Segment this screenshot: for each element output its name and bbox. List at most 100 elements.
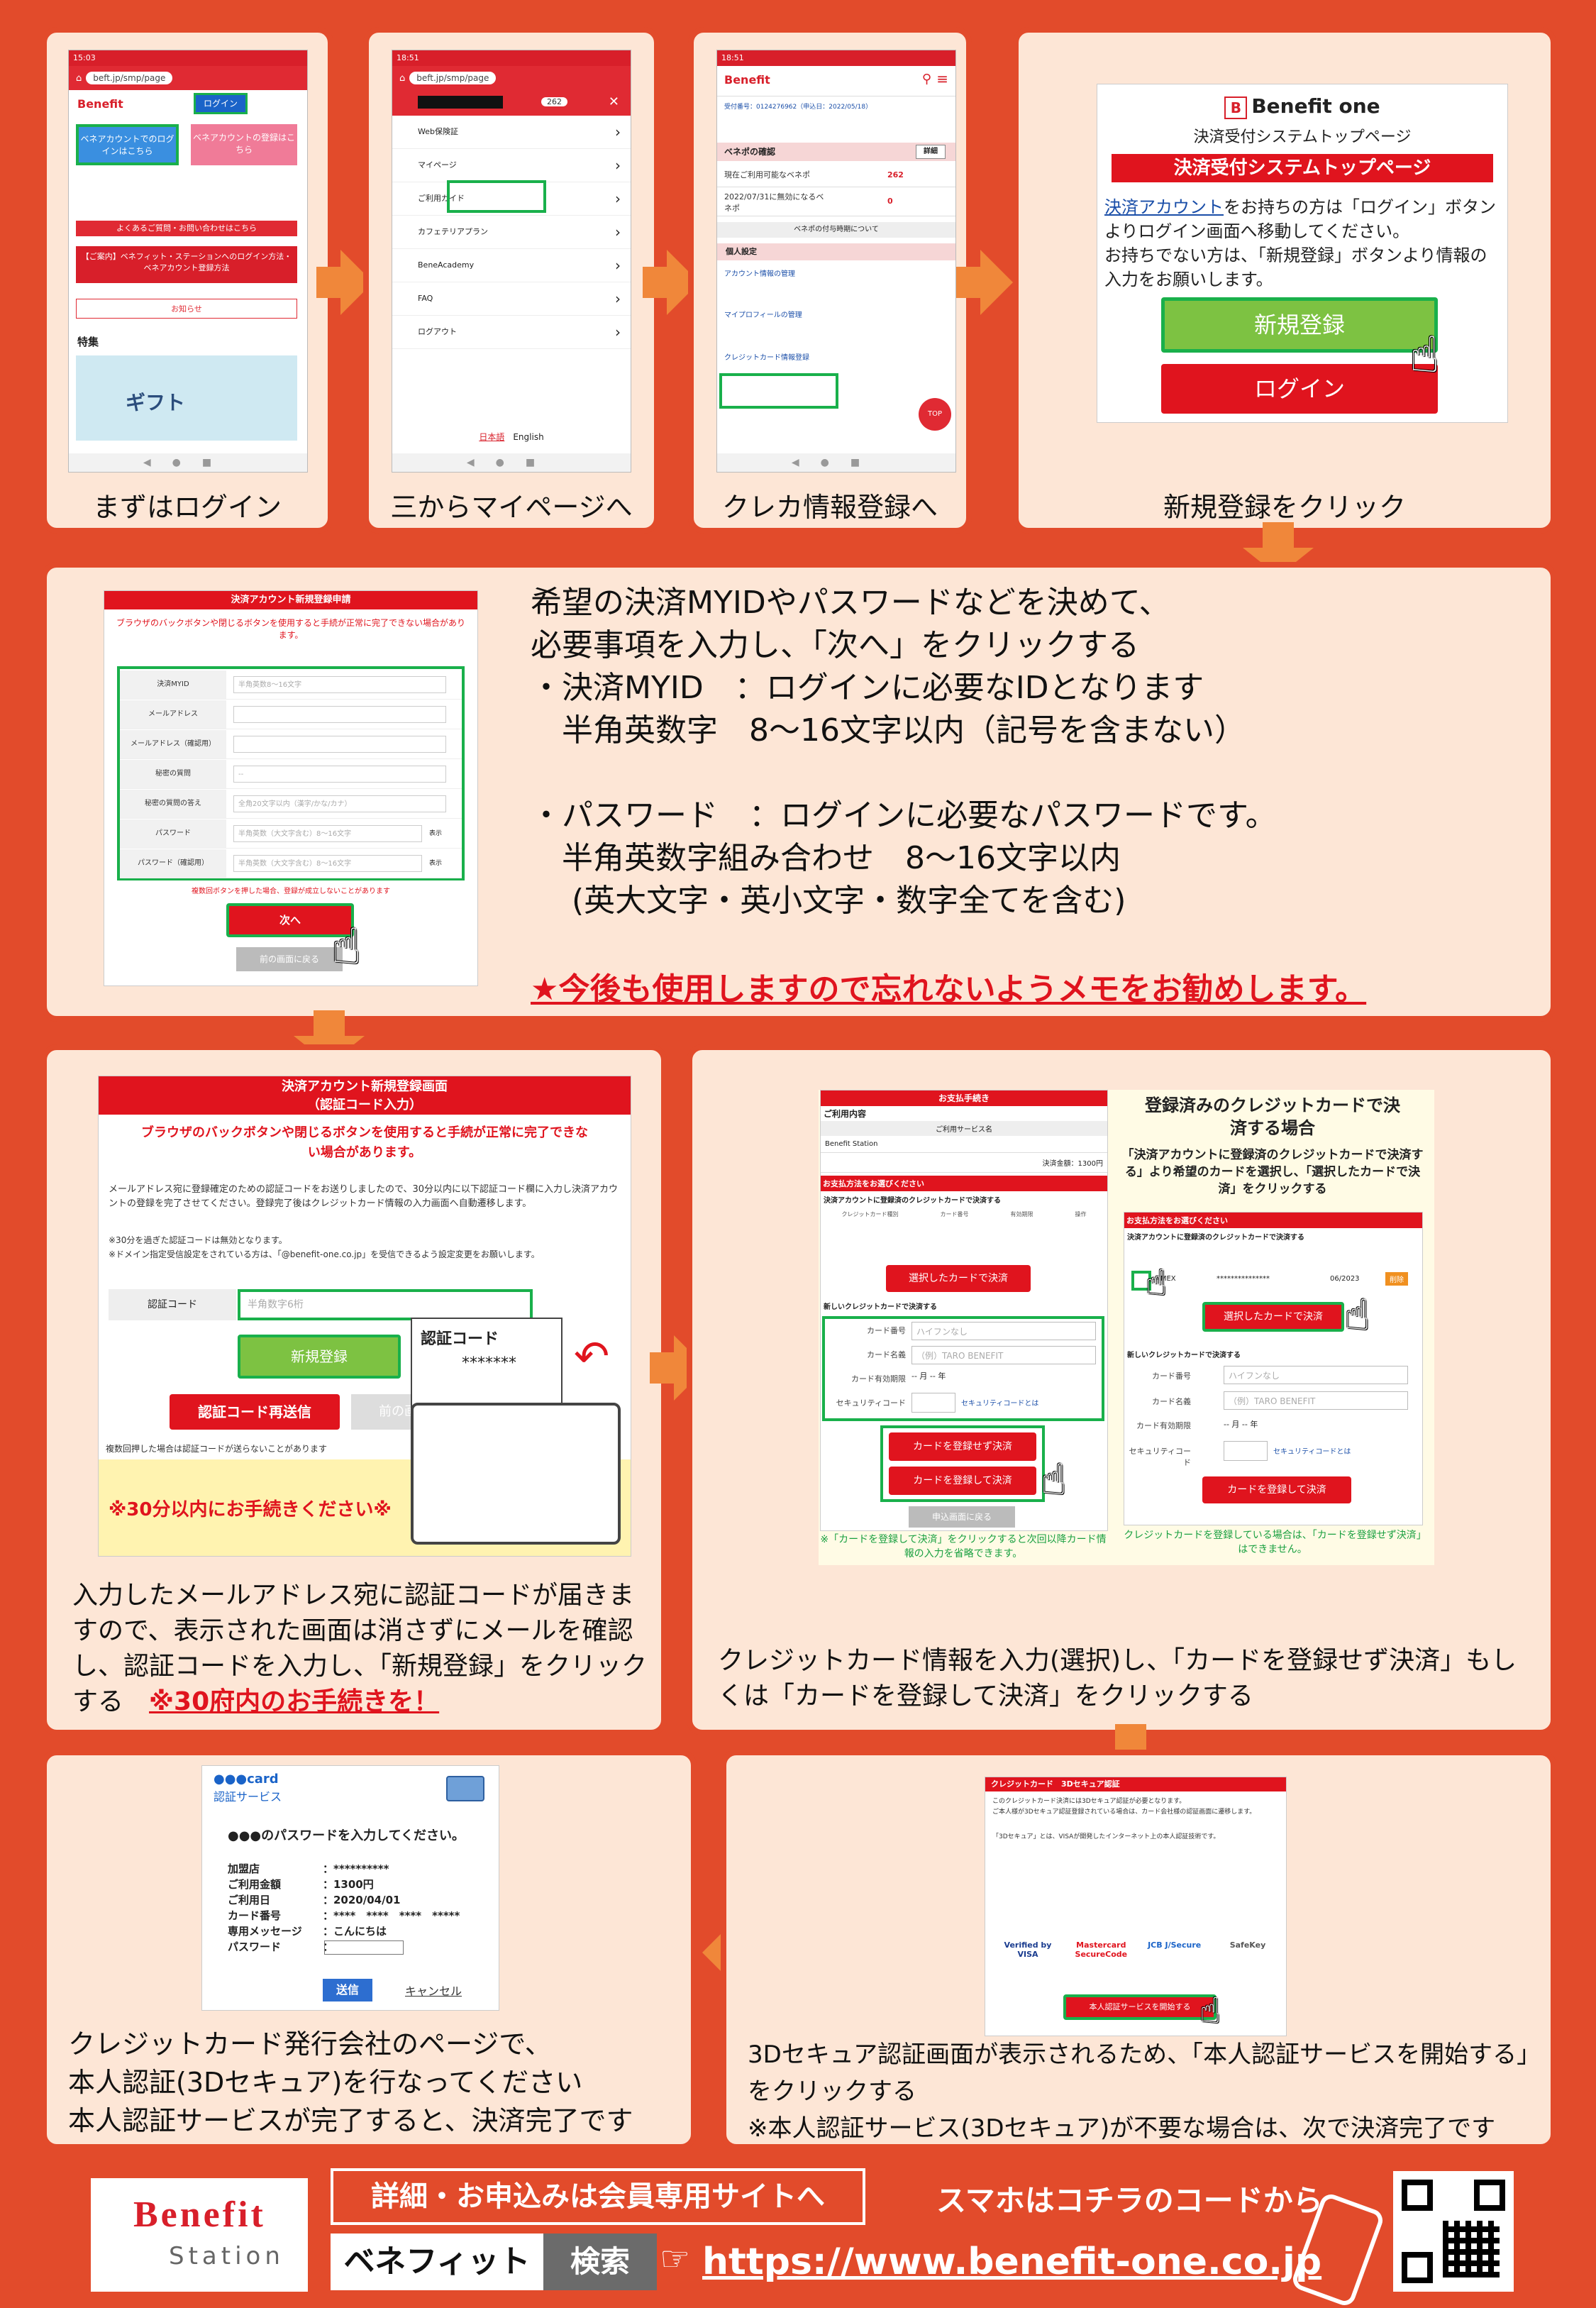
qr-code[interactable] [1393,2171,1514,2292]
delete-card-button[interactable]: 削除 [1385,1272,1408,1286]
password-input[interactable] [324,1940,404,1955]
home-icon[interactable]: ⌂ [399,72,406,84]
new-card-heading: 新しいクレジットカードで決済する [824,1303,937,1311]
show-password-toggle[interactable]: 表示 [429,860,443,867]
submit-button[interactable]: 送信 [323,1979,372,2001]
form-input[interactable]: -- [233,766,446,783]
bene-login-button[interactable]: ベネアカウントでのログインはこちら [76,124,179,165]
payment-account-link[interactable]: 決済アカウント [1104,197,1224,217]
form-input[interactable]: 全角20文字以内（漢字/かな/カナ） [233,795,446,812]
card-name-input[interactable]: （例）TARO BENEFIT [1224,1391,1408,1410]
register-button[interactable]: 新規登録 [1161,297,1438,353]
security-input[interactable] [911,1393,955,1413]
back-button[interactable]: 前の画面に戻る [236,947,343,971]
pay-selected-button[interactable]: 選択したカードで決済 [886,1265,1031,1292]
return-button[interactable]: 申込画面に戻る [909,1506,1015,1528]
form-input[interactable]: 半角英数（大文字含む）8〜16文字 [233,855,422,872]
resend-button[interactable]: 認証コード再送信 [170,1394,340,1430]
status-bar: 15:03 [69,50,307,66]
search-button[interactable]: 検索 [543,2234,657,2290]
pay-and-register-button[interactable]: カードを登録して決済 [889,1467,1036,1495]
expiry-select[interactable]: -- 月 -- 年 [911,1371,946,1381]
card-radio[interactable] [1131,1271,1151,1291]
news-button[interactable]: お知らせ [76,299,297,319]
login-button[interactable]: ログイン [194,93,248,114]
form-input[interactable]: 半角英数8〜16文字 [233,676,446,693]
top-button[interactable]: TOP [919,398,951,431]
url-text[interactable]: beft.jp/smp/page [86,72,173,84]
form-label: パスワード（確認用） [120,849,226,878]
chevron-right-icon: › [615,290,621,307]
menu-item[interactable]: FAQ› [392,282,631,316]
benefit-one-url[interactable]: https://www.benefit-one.co.jp [702,2241,1322,2283]
pay-without-register-button[interactable]: カードを登録せず決済 [889,1432,1036,1461]
site-logo: Benefit [77,97,123,111]
android-nav[interactable]: ◀●■ [69,453,307,472]
gift-banner[interactable]: ギフト [76,355,297,441]
step9-panel: ●●●card 認証サービス ●●●のパスワードを入力してください。 加盟店：*… [41,1750,697,2150]
search-keyword: ベネフィット [331,2234,543,2290]
menu-item[interactable]: マイページ› [392,149,631,182]
close-icon[interactable]: ✕ [608,94,619,109]
credit-card-link[interactable]: クレジットカード情報登録 [724,354,809,362]
form-row: メールアドレス [120,700,462,729]
account-info-link[interactable]: アカウント情報の管理 [724,270,795,278]
next-button[interactable]: 次へ [226,903,354,937]
android-nav[interactable]: ◀●■ [392,453,631,472]
menu-item[interactable]: Web保険証› [392,116,631,149]
security-code-link[interactable]: セキュリティコードとは [961,1400,1039,1408]
bene-register-button[interactable]: ベネアカウントの登録はこちら [191,124,297,165]
auth-service-label: 認証サービス [214,1790,282,1804]
url-bar[interactable]: ⌂beft.jp/smp/page [392,66,631,90]
faq-bar[interactable]: よくあるご質問・お問い合わせはこちら [76,221,297,236]
registered-card-screenshot: お支払方法をお選びください 決済アカウントに登録済のクレジットカードで決済する … [1124,1212,1423,1525]
card-number-masked: *************** [1217,1275,1270,1283]
form-input[interactable] [233,736,446,753]
pointer-hand-icon: ☝ [331,917,362,976]
pay-and-register-button[interactable]: カードを登録して決済 [1202,1476,1351,1503]
menu-item[interactable]: BeneAcademy› [392,249,631,282]
form-label: メールアドレス [120,700,226,729]
points-about-link[interactable]: ベネポの付与時期について [717,222,955,238]
menu-item[interactable]: ご利用ガイド› [392,182,631,216]
code-input[interactable]: 半角数字6桁 [238,1289,533,1320]
start-auth-button[interactable]: 本人認証サービスを開始する [1063,1994,1217,2020]
menu-item[interactable]: カフェテリアプラン› [392,216,631,249]
security-input[interactable] [1224,1441,1268,1461]
site-logo: Benefit [724,73,770,87]
menu-item[interactable]: ログアウト› [392,316,631,349]
android-nav[interactable]: ◀●■ [717,453,955,472]
chevron-right-icon: › [615,223,621,241]
expiry-select[interactable]: -- 月 -- 年 [1224,1420,1258,1429]
card-name-input[interactable]: （例）TARO BENEFIT [911,1346,1096,1364]
security-code-link[interactable]: セキュリティコードとは [1273,1448,1351,1456]
profile-link[interactable]: マイプロフィールの管理 [724,311,802,319]
member-site-button[interactable]: 詳細・お申込みは会員専用サイトへ [331,2168,865,2225]
form-input[interactable]: 半角英数（大文字含む）8〜16文字 [233,825,422,842]
search-icon[interactable]: ⚲ [921,72,931,87]
credit-card-highlight [719,373,838,409]
card-number-input[interactable]: ハイフンなし [1224,1366,1408,1384]
card-brand-logo: JCB J/Secure [1148,1940,1202,1950]
hamburger-icon[interactable]: ≡ [936,70,948,87]
lang-ja[interactable]: 日本語 [479,432,505,442]
url-bar[interactable]: ⌂ beft.jp/smp/page [69,66,307,90]
registered-card-title: 登録済みのクレジットカードで決済する場合 [1145,1095,1400,1138]
step5-instructions: 希望の決済MYIDやパスワードなどを決めて、 必要事項を入力し、「次へ」をクリッ… [531,585,1277,919]
url-text[interactable]: beft.jp/smp/page [409,72,497,84]
guide-bar[interactable]: 【ご案内】ベネフィット・ステーションへのログイン方法・ベネアカウント登録方法 [76,246,297,283]
pay-selected-button[interactable]: 選択したカードで決済 [1202,1302,1344,1332]
form-warning: ブラウザのバックボタンや閉じるボタンを使用すると手続が正常に完了できない場合があ… [116,618,465,640]
form-input[interactable] [233,706,446,723]
detail-button[interactable]: 詳細 [916,145,946,159]
lang-en[interactable]: English [513,432,544,442]
cancel-link[interactable]: キャンセル [405,1984,462,1998]
login-button[interactable]: ログイン [1161,364,1438,414]
show-password-toggle[interactable]: 表示 [429,830,443,837]
home-icon[interactable]: ⌂ [76,72,82,84]
language-switch[interactable]: 日本語 English [392,431,631,443]
card-number-input[interactable]: ハイフンなし [911,1322,1096,1340]
verify-register-button[interactable]: 新規登録 [238,1335,401,1379]
